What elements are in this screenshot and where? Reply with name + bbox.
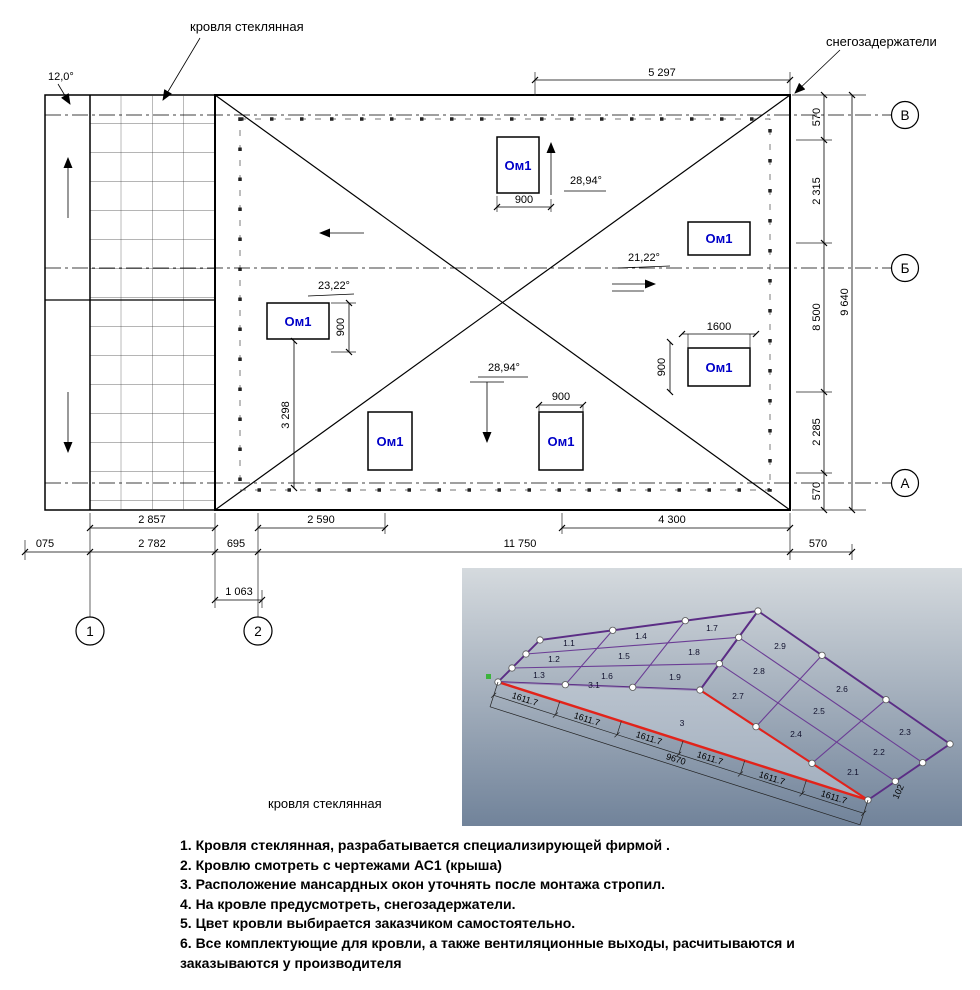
panel-label: 2.2: [873, 747, 885, 757]
panel-label: 1.2: [548, 654, 560, 664]
panel-label: 3: [680, 718, 685, 728]
dim-label: 4 300: [658, 514, 686, 526]
dim-label: 2 857: [138, 514, 166, 526]
dim-label: 5 297: [648, 67, 676, 79]
panel-label: 2.3: [899, 727, 911, 737]
iso-view: 1.1 1.4 1.7 1.2 1.5 1.8 1.3 1.6 1.9 2.9 …: [462, 568, 962, 826]
dormer-window: [538, 411, 584, 471]
red-hip-edge: [699, 689, 869, 801]
panel-label: 1.3: [533, 670, 545, 680]
angle-label: 23,22°: [318, 280, 350, 292]
glass-roof-section: [44, 94, 216, 511]
snow-guards-label: снегозадержатели: [826, 34, 937, 49]
window-label: Ом1: [377, 434, 404, 449]
panel-label: 2.1: [847, 767, 859, 777]
dim-label: 570: [809, 538, 827, 550]
origin-marker: [486, 674, 491, 679]
panel-label: 1.5: [618, 651, 630, 661]
glass-roof-label: кровля стеклянная: [190, 19, 304, 34]
dim-label: 900: [335, 318, 347, 336]
dormer-window: [266, 302, 330, 340]
dim-label: 8 500: [811, 303, 823, 331]
panel-label: 1.1: [563, 638, 575, 648]
panel-label: 1.7: [706, 623, 718, 633]
window-label: Ом1: [706, 360, 733, 375]
angle-label: 28,94°: [488, 362, 520, 374]
dim-label: 2 590: [307, 514, 335, 526]
window-label: Ом1: [505, 158, 532, 173]
axis-markers-right: В Б А: [890, 100, 920, 498]
axis-label: 1: [86, 624, 94, 639]
dim-label: 1 063: [225, 586, 253, 598]
dim-label: 900: [515, 194, 533, 206]
dormer-window: [496, 136, 540, 194]
panel-label: 2.6: [836, 684, 848, 694]
leader-line: [162, 37, 201, 101]
angle-annotations: 12,0° 28,94° 21,22° 23,22° 28,94°: [48, 71, 671, 443]
dim-label: 570: [811, 482, 823, 500]
panel-label: 1.4: [635, 631, 647, 641]
dimensions-bottom: 2 857 2 590 4 300 075 2 782 695 11 750 5…: [21, 513, 856, 608]
axis-label: В: [900, 108, 909, 123]
panel-label: 3.1: [588, 680, 600, 690]
main-roof: [214, 94, 791, 511]
dim-label: 075: [36, 538, 54, 550]
window-label: Ом1: [548, 434, 575, 449]
panel-label: 1.6: [601, 671, 613, 681]
panel-label: 2.4: [790, 729, 802, 739]
panel-label: 2.7: [732, 691, 744, 701]
dim-label: 900: [552, 391, 570, 403]
axis-lines: [45, 114, 891, 484]
dim-label: 2 315: [811, 177, 823, 205]
panel-label: 2.8: [753, 666, 765, 676]
axis-circle: [75, 616, 105, 646]
dormer-window: [687, 221, 751, 256]
angle-label: 12,0°: [48, 71, 74, 83]
dim-label: 11 750: [504, 538, 537, 550]
note-line: 3. Расположение мансардных окон уточнять…: [180, 876, 666, 893]
dim-label: 570: [811, 108, 823, 126]
leader-line: [794, 49, 841, 94]
glass-roof-label-bottom: кровля стеклянная: [268, 796, 382, 811]
axis-markers-bottom: 1 2: [75, 560, 273, 646]
dim-label: 1600: [707, 321, 731, 333]
panel-label: 1.9: [669, 672, 681, 682]
note-line: 5. Цвет кровли выбирается заказчиком сам…: [180, 915, 576, 932]
axis-label: А: [900, 476, 909, 491]
dormer-window: [367, 411, 413, 471]
axis-circle: [890, 468, 920, 498]
window-dimensions: 900 900 1600 900 900 3 298: [280, 194, 760, 492]
axis-circle: [890, 253, 920, 283]
angle-label: 21,22°: [628, 252, 660, 264]
dimension-top: 5 297: [531, 67, 794, 96]
dormer-window: [687, 347, 751, 387]
callouts: кровля стеклянная снегозадержатели кровл…: [162, 19, 937, 811]
window-label: Ом1: [285, 314, 312, 329]
dim-label: 2 285: [811, 418, 823, 446]
dim-label: 695: [227, 538, 245, 550]
panel-label: 2.5: [813, 706, 825, 716]
axis-label: 2: [254, 624, 262, 639]
notes-list: 1. Кровля стеклянная, разрабатывается сп…: [180, 836, 850, 973]
panel-label: 1.8: [688, 647, 700, 657]
note-line: 4. На кровле предусмотреть, снегозадержа…: [180, 895, 516, 912]
axis-label: Б: [901, 261, 910, 276]
dimensions-right: 570 2 315 8 500 2 285 570 9 640: [792, 91, 866, 514]
axis-circle: [890, 100, 920, 130]
note-line: 2. Кровлю смотреть с чертежами АС1 (крыш…: [180, 856, 502, 873]
note-line: 1. Кровля стеклянная, разрабатывается сп…: [180, 837, 670, 853]
dormer-windows: Ом1 Ом1 Ом1 Ом1 Ом1 Ом1: [266, 136, 751, 471]
axis-circle: [243, 616, 273, 646]
panel-label: 2.9: [774, 641, 786, 651]
dim-label: 900: [656, 358, 668, 376]
angle-label: 28,94°: [570, 175, 602, 187]
hip-diagonal: [214, 94, 791, 511]
note-line: 6. Все комплектующие для кровли, а также…: [180, 934, 795, 971]
dim-label: 9 640: [839, 288, 851, 316]
window-label: Ом1: [706, 231, 733, 246]
dim-label: 3 298: [280, 401, 292, 429]
dim-label: 2 782: [138, 538, 166, 550]
structure-nodes: [494, 607, 954, 804]
